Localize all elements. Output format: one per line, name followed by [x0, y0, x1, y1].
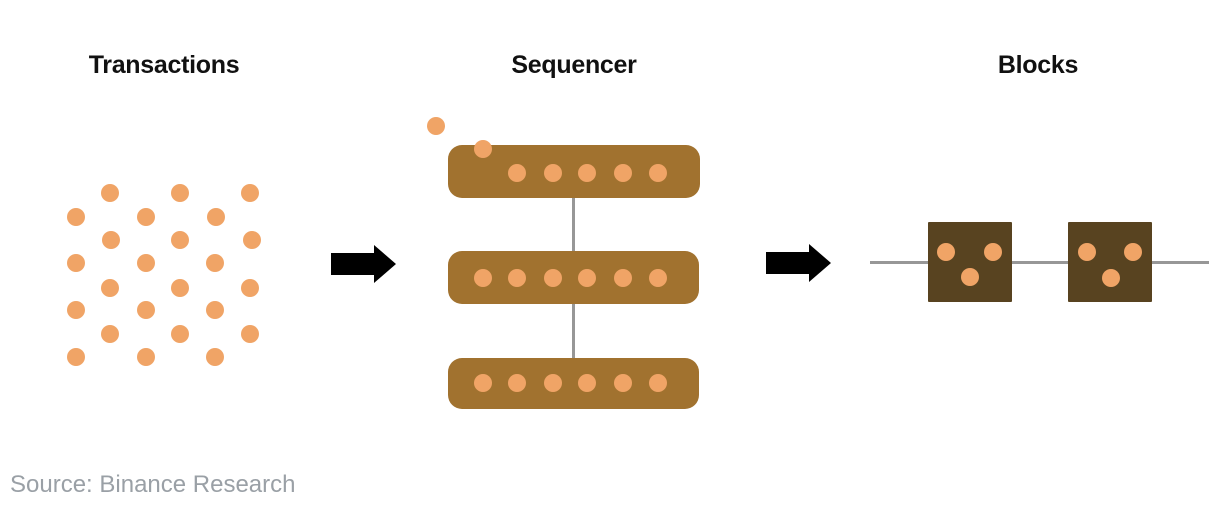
sequencer-slot-dot — [614, 164, 632, 182]
transaction-dot — [137, 348, 155, 366]
transaction-dot — [207, 208, 225, 226]
sequencer-slot-dot — [649, 269, 667, 287]
transaction-dot — [137, 301, 155, 319]
transaction-dot — [102, 231, 120, 249]
transaction-dot — [67, 208, 85, 226]
block-square — [928, 222, 1012, 302]
transaction-dot — [241, 279, 259, 297]
transaction-dot — [67, 254, 85, 272]
block-square — [1068, 222, 1152, 302]
transaction-dot — [171, 325, 189, 343]
block-transaction-dot — [984, 243, 1002, 261]
sequencer-slot-dot — [544, 374, 562, 392]
transaction-dot — [241, 325, 259, 343]
blockchain-line — [870, 261, 1209, 264]
transaction-dot — [171, 279, 189, 297]
sequencer-slot-dot — [578, 164, 596, 182]
sequencer-slot-dot — [508, 269, 526, 287]
block-transaction-dot — [1078, 243, 1096, 261]
arrow-right-icon — [331, 245, 396, 283]
transaction-dot — [101, 184, 119, 202]
transaction-dot — [241, 184, 259, 202]
sequencer-slot-dot — [544, 164, 562, 182]
arrow-right-icon — [766, 244, 831, 282]
transaction-dot — [206, 254, 224, 272]
sequencer-slot-dot — [544, 269, 562, 287]
sequencer-slot-dot — [649, 374, 667, 392]
sequencer-slot-dot — [474, 374, 492, 392]
transactions-label: Transactions — [88, 51, 240, 79]
sequencer-slot-dot — [508, 374, 526, 392]
sequencer-slot-dot — [578, 374, 596, 392]
transaction-dot — [137, 254, 155, 272]
transaction-dot — [101, 279, 119, 297]
transaction-dot — [171, 184, 189, 202]
sequencer-slot-dot — [649, 164, 667, 182]
blocks-label: Blocks — [997, 51, 1079, 79]
incoming-transaction-dot — [427, 117, 445, 135]
sequencer-slot-dot — [508, 164, 526, 182]
sequencer-slot-dot — [474, 269, 492, 287]
block-transaction-dot — [1124, 243, 1142, 261]
sequencer-slot-dot — [614, 269, 632, 287]
block-transaction-dot — [937, 243, 955, 261]
transaction-dot — [243, 231, 261, 249]
incoming-transaction-dot — [474, 140, 492, 158]
block-transaction-dot — [961, 268, 979, 286]
sequencer-label: Sequencer — [511, 51, 637, 79]
sequencer-slot-dot — [614, 374, 632, 392]
source-caption: Source: Binance Research — [10, 471, 296, 498]
sequencer-slot-dot — [578, 269, 596, 287]
transaction-dot — [67, 301, 85, 319]
transaction-dot — [101, 325, 119, 343]
transaction-dot — [171, 231, 189, 249]
transaction-dot — [67, 348, 85, 366]
transaction-dot — [206, 301, 224, 319]
transaction-dot — [206, 348, 224, 366]
transaction-dot — [137, 208, 155, 226]
block-transaction-dot — [1102, 269, 1120, 287]
